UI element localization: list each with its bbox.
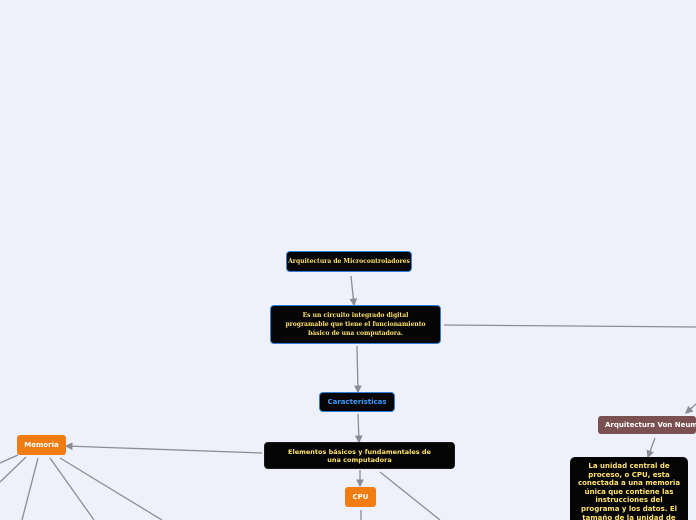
cpu-node[interactable]: CPU bbox=[345, 487, 376, 507]
cpu-description-node[interactable]: La unidad central de proceso, o CPU, est… bbox=[570, 457, 688, 520]
edge-von-neumann-description bbox=[646, 437, 656, 459]
elementos-node[interactable]: Elementos básicos y fundamentales de una… bbox=[264, 442, 455, 469]
edge-definition-right bbox=[443, 324, 696, 328]
edge-memoria-2 bbox=[0, 456, 27, 483]
edge-memoria-5 bbox=[59, 457, 163, 520]
edge-elementos-right bbox=[379, 471, 441, 520]
von-neumann-node[interactable]: Arquitectura Von Neumann bbox=[598, 416, 696, 434]
cpu-description-node-label: La unidad central de proceso, o CPU, est… bbox=[577, 462, 681, 520]
memoria-node-label: Memoria bbox=[24, 441, 59, 449]
edge-title-definition bbox=[349, 275, 358, 307]
title-node[interactable]: Arquitectura de Microcontroladores bbox=[286, 251, 412, 272]
edge-definition-caracteristicas bbox=[353, 345, 362, 394]
edge-caracteristicas-elementos bbox=[354, 413, 363, 444]
von-neumann-node-label: Arquitectura Von Neumann bbox=[605, 421, 696, 429]
cpu-node-label: CPU bbox=[352, 493, 369, 501]
caracteristicas-node-label: Características bbox=[327, 398, 387, 406]
definition-node[interactable]: Es un circuito integrado digital program… bbox=[270, 305, 441, 344]
edge-memoria-4 bbox=[49, 457, 95, 520]
edge-elementos-memoria bbox=[64, 442, 263, 454]
caracteristicas-node[interactable]: Características bbox=[319, 392, 395, 412]
edge-memoria-3 bbox=[21, 457, 39, 520]
title-node-label: Arquitectura de Microcontroladores bbox=[288, 258, 410, 265]
definition-node-label: Es un circuito integrado digital program… bbox=[285, 312, 426, 337]
elementos-node-label: Elementos básicos y fundamentales de una… bbox=[288, 447, 431, 464]
edge-right-von-neumann bbox=[685, 403, 696, 414]
memoria-node[interactable]: Memoria bbox=[17, 435, 66, 455]
edge-memoria-1 bbox=[0, 454, 19, 464]
